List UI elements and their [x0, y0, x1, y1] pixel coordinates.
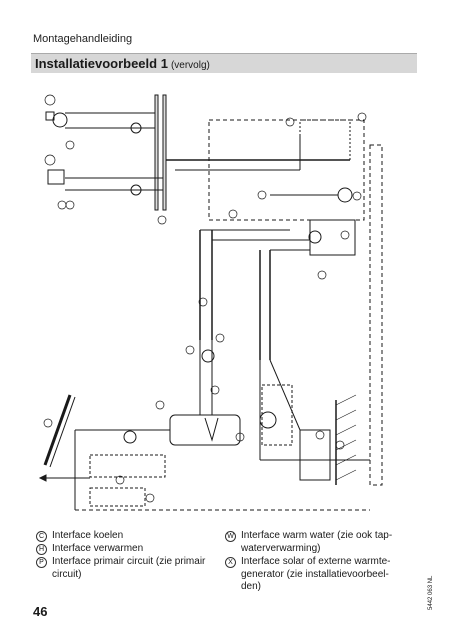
- legend-letter: P: [36, 557, 47, 568]
- legend-letter: W: [225, 531, 236, 542]
- document-code: 5442 063 NL: [428, 575, 434, 610]
- legend-letter: X: [225, 557, 236, 568]
- legend-text: Interface primair circuit (zie primair c…: [52, 556, 206, 580]
- section-title-bar: Installatievoorbeeld 1(vervolg): [31, 53, 417, 73]
- legend-text: Interface koelen: [52, 530, 124, 541]
- legend-item: H Interface verwarmen: [36, 543, 216, 556]
- section-title: Installatievoorbeeld 1(vervolg): [35, 56, 210, 71]
- legend-item: P Interface primair circuit (zie primair…: [36, 556, 208, 581]
- legend-item: W Interface warm water (zie ook tap-wate…: [225, 530, 395, 555]
- legend-item: C Interface koelen: [36, 530, 216, 543]
- legend-item: X Interface solar of externe warmte-gene…: [225, 556, 395, 594]
- legend-text: Interface verwarmen: [52, 543, 144, 554]
- section-subtitle: (vervolg): [170, 60, 210, 71]
- legend-letter: C: [36, 531, 47, 542]
- legend-text: Interface solar of externe warmte-genera…: [241, 556, 391, 592]
- running-header: Montagehandleiding: [33, 33, 133, 45]
- radiator-symbol: [47, 169, 65, 185]
- pump-symbol: [52, 112, 68, 128]
- legend-letter: H: [36, 544, 47, 555]
- legend-text: Interface warm water (zie ook tap-waterv…: [241, 530, 393, 554]
- page-number: 46: [33, 604, 48, 619]
- emitter-box: [45, 111, 55, 121]
